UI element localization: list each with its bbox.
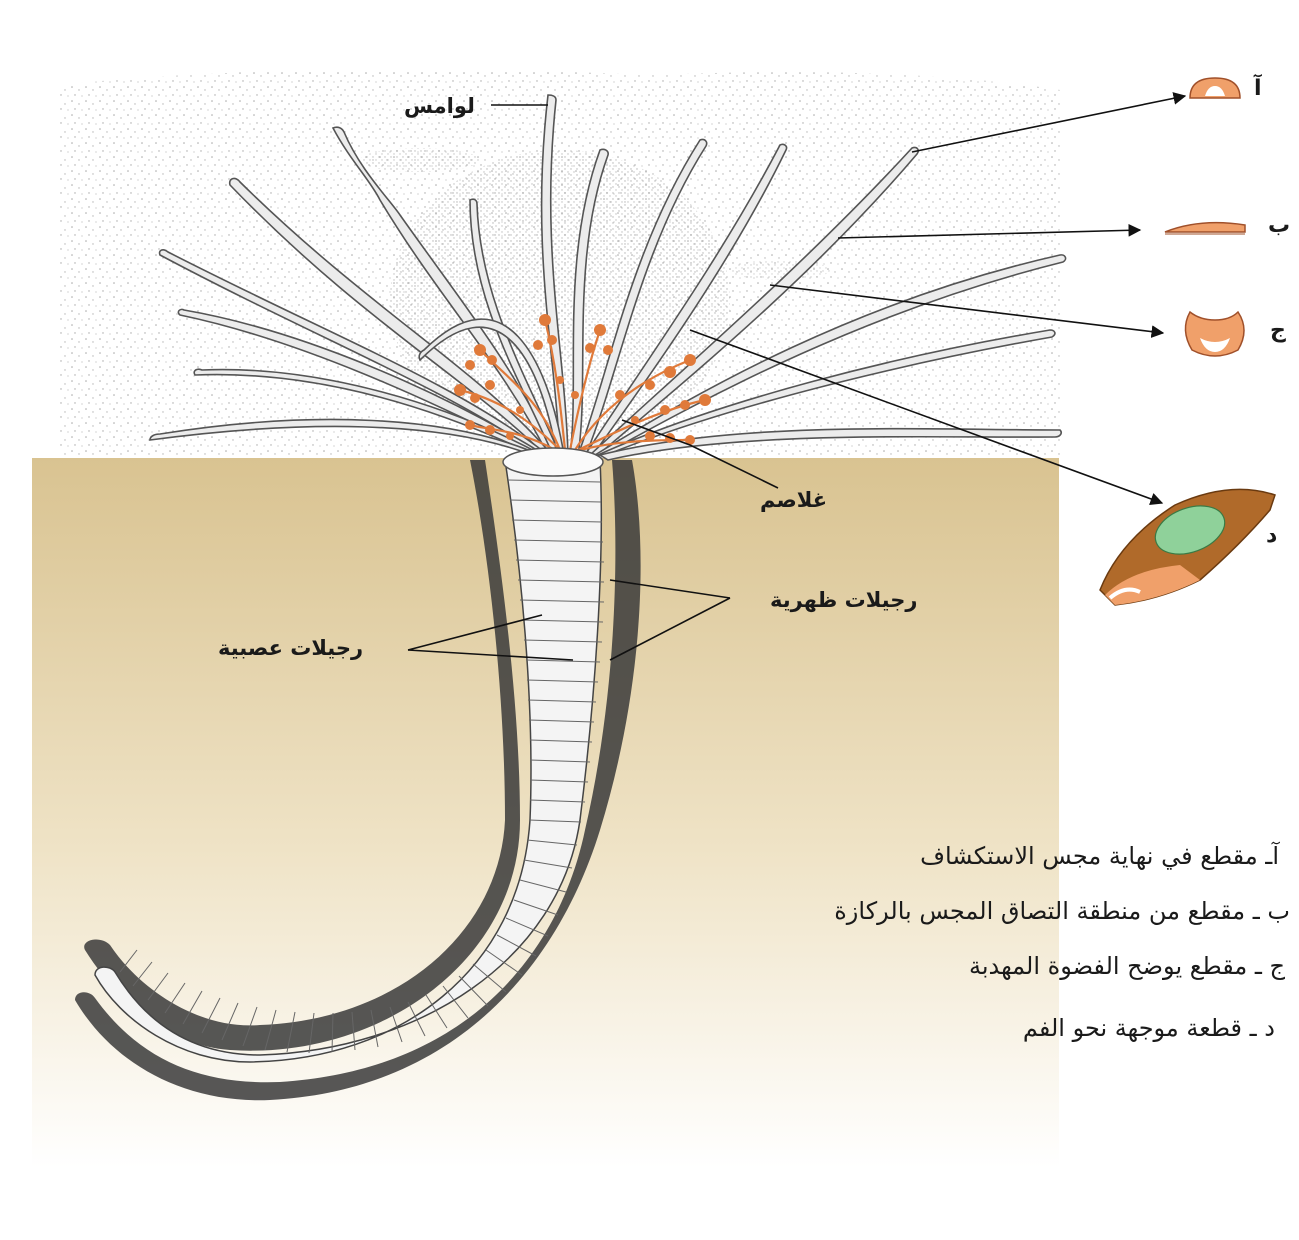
- section-b-shape: [1164, 221, 1246, 235]
- section-d-shape: [1099, 488, 1276, 606]
- section-c-shape: [1184, 310, 1245, 357]
- caption-b: ب ـ مقطع من منطقة التصاق المجس بالركازة: [834, 897, 1290, 925]
- worm-segments: [119, 479, 605, 1054]
- label-dorsal-cirri: رجيلات ظهرية: [770, 588, 918, 612]
- caption-a: آـ مقطع في نهاية مجس الاستكشاف: [920, 842, 1279, 870]
- caption-c: ج ـ مقطع يوضح الفضوة المهدبة: [968, 952, 1285, 980]
- section-a-shape: [1189, 77, 1241, 99]
- section-letter-a: آ: [1254, 76, 1262, 101]
- caption-d: د ـ قطعة موجهة نحو الفم: [1022, 1014, 1275, 1042]
- section-letter-c: ج: [1270, 318, 1286, 343]
- tentacles: [149, 94, 1067, 461]
- section-letter-d: د: [1266, 523, 1278, 548]
- section-letter-b: ب: [1268, 213, 1291, 238]
- gill-filaments: [454, 314, 711, 445]
- label-gills: غلاصم: [760, 488, 828, 512]
- leader-lines: [407, 92, 1187, 661]
- label-neural-cirri: رجيلات عصبية: [218, 636, 364, 660]
- burrow-tube: [75, 460, 641, 1101]
- label-tentacles: لوامس: [404, 94, 475, 118]
- worm-head: [502, 447, 604, 477]
